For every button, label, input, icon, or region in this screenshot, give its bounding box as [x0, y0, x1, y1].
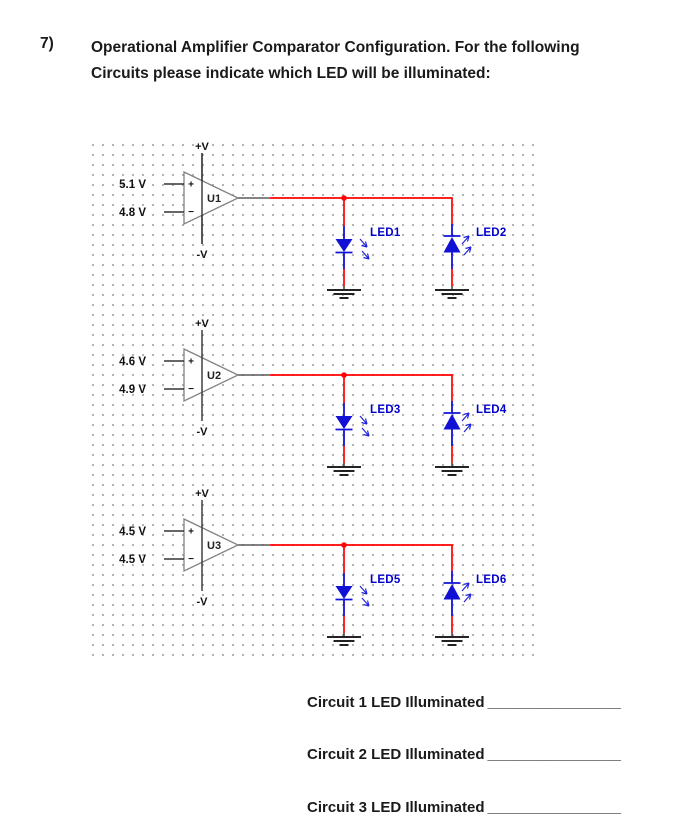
inverting-voltage-label: 4.8 V [119, 207, 146, 219]
inverting-marker: − [188, 554, 194, 565]
light-emission-arrows [359, 415, 368, 425]
opamp-triangle [183, 347, 240, 403]
answer-label: Circuit 3 LED Illuminated [307, 799, 485, 816]
noninverting-marker: + [188, 527, 194, 538]
answer-row: Circuit 1 LED Illuminated_______________… [307, 693, 621, 713]
inverting-voltage-label: 4.5 V [119, 554, 146, 566]
led-up-label: LED4 [476, 404, 507, 416]
circuit-3-diagram: +V -V + − U3 4.5 V 4.5 V [119, 488, 507, 646]
opamp-triangle [183, 170, 240, 226]
light-emission-arrows [359, 238, 368, 248]
ground-symbol [327, 636, 361, 646]
led-up-symbol [443, 401, 472, 446]
answer-label: Circuit 1 LED Illuminated [307, 694, 485, 711]
circuit-1-diagram: +V -V + − U1 5.1 V 4.8 V [119, 141, 507, 299]
negative-supply-label: -V [197, 426, 209, 438]
led-down-label: LED1 [370, 227, 401, 239]
positive-supply-label: +V [195, 488, 209, 500]
answer-label: Circuit 2 LED Illuminated [307, 746, 485, 763]
led-up-label: LED6 [476, 574, 507, 586]
opamp-triangle [183, 517, 240, 573]
schematic-grid-canvas: +V -V + − U1 5.1 V 4.8 V [88, 140, 540, 663]
inverting-marker: − [188, 207, 194, 218]
question-heading: Operational Amplifier Comparator Configu… [91, 35, 631, 86]
output-wire [270, 544, 453, 571]
answer-row: Circuit 3 LED Illuminated_______________… [307, 798, 621, 818]
led-up-symbol [443, 571, 472, 616]
negative-supply-label: -V [197, 596, 209, 608]
answer-row: Circuit 2 LED Illuminated_______________… [307, 745, 621, 765]
led-up-symbol [443, 224, 472, 269]
answer-blank-circuit-3[interactable]: ________________ [487, 799, 622, 816]
answer-blank-circuit-2[interactable]: ________________ [487, 746, 622, 763]
positive-supply-label: +V [195, 318, 209, 330]
ground-symbol [435, 289, 469, 299]
led-down-symbol [335, 226, 370, 269]
ground-symbol [327, 289, 361, 299]
led-up-label: LED2 [476, 227, 507, 239]
led-down-symbol [335, 573, 370, 616]
light-emission-arrows [461, 235, 470, 245]
noninverting-voltage-label: 5.1 V [119, 179, 146, 191]
noninverting-voltage-label: 4.6 V [119, 356, 146, 368]
output-wire [270, 374, 453, 401]
output-wire [270, 197, 453, 224]
negative-supply-label: -V [197, 249, 209, 261]
led-down-symbol [335, 403, 370, 446]
light-emission-arrows [359, 585, 368, 595]
light-emission-arrows [461, 412, 470, 422]
ground-symbol [327, 466, 361, 476]
answer-blank-circuit-1[interactable]: ________________ [487, 694, 622, 711]
noninverting-marker: + [188, 180, 194, 191]
question-number: 7) [40, 35, 54, 52]
opamp-designator: U1 [207, 193, 221, 205]
noninverting-marker: + [188, 357, 194, 368]
inverting-voltage-label: 4.9 V [119, 384, 146, 396]
ground-symbol [435, 636, 469, 646]
led-down-label: LED3 [370, 404, 401, 416]
opamp-designator: U3 [207, 540, 221, 552]
positive-supply-label: +V [195, 141, 209, 153]
light-emission-arrows [461, 582, 470, 592]
question-heading-line2: Circuits please indicate which LED will … [91, 64, 491, 82]
ground-symbol [435, 466, 469, 476]
noninverting-voltage-label: 4.5 V [119, 526, 146, 538]
circuit-2-diagram: +V -V + − U2 4.6 V 4.9 V [119, 318, 507, 476]
opamp-designator: U2 [207, 370, 221, 382]
led-down-label: LED5 [370, 574, 401, 586]
question-heading-line1: Operational Amplifier Comparator Configu… [91, 39, 580, 56]
inverting-marker: − [188, 384, 194, 395]
